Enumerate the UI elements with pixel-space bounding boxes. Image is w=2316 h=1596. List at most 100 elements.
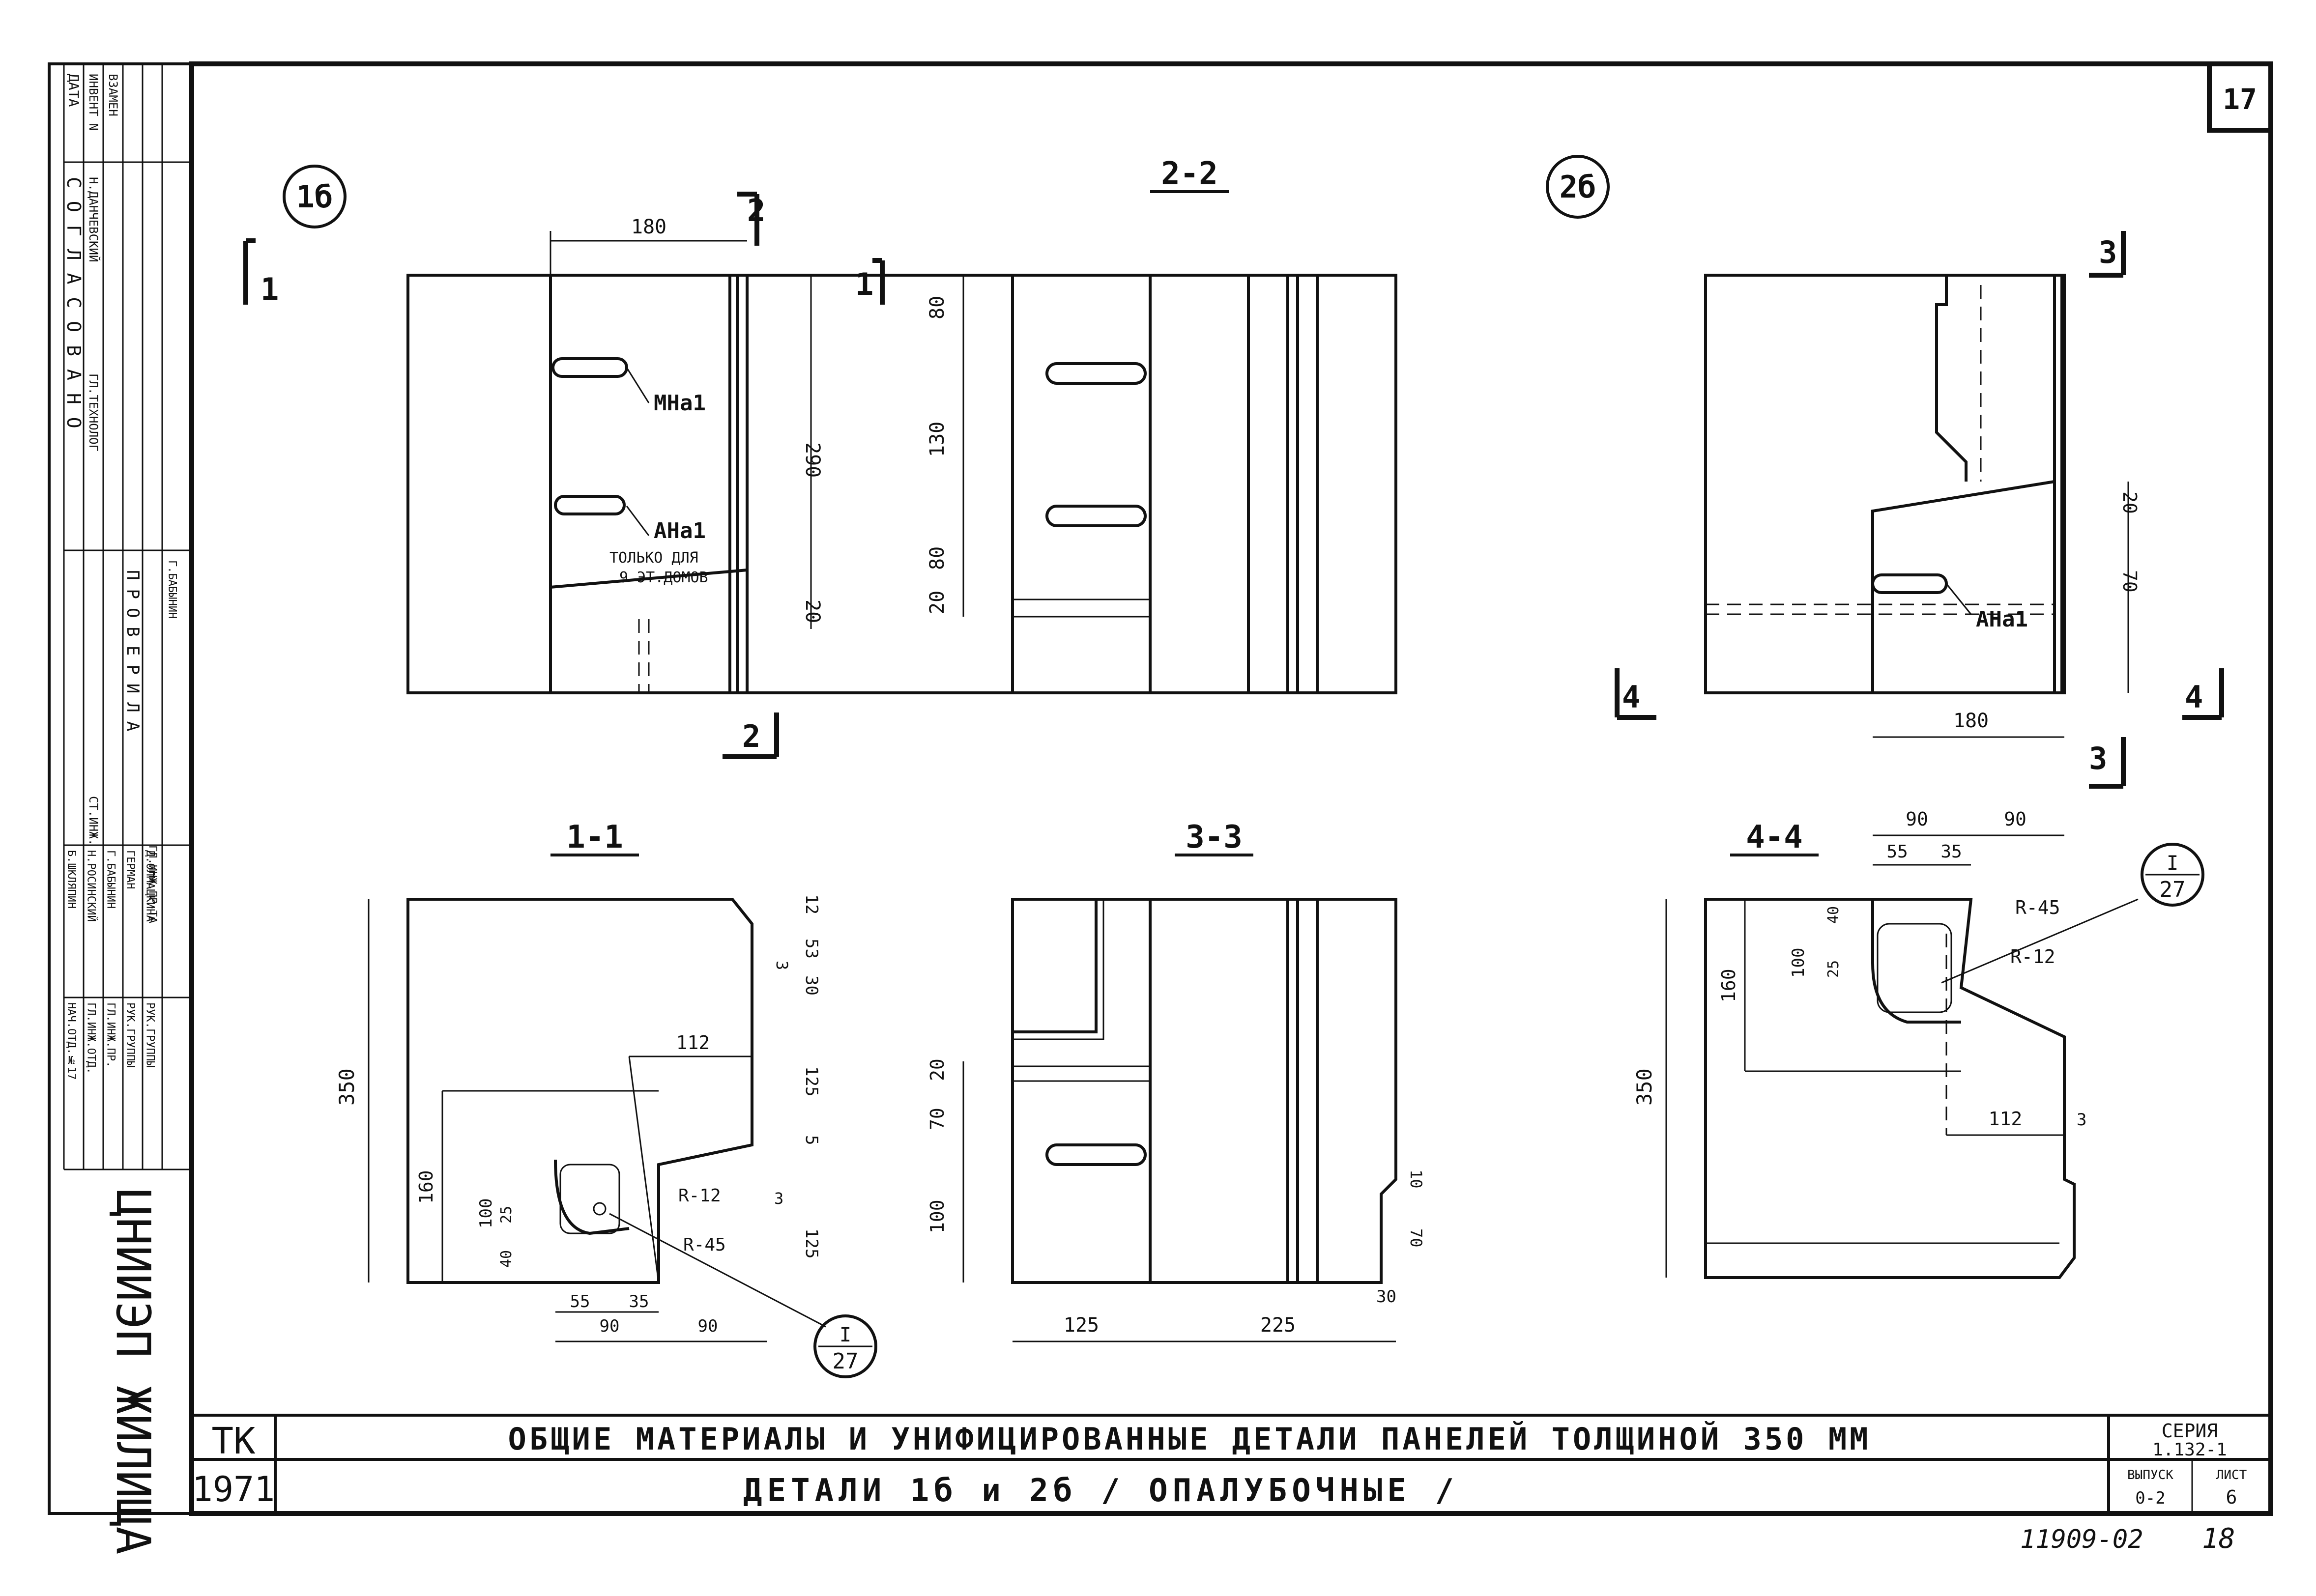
section-3-3-d10: 10 (1407, 1169, 1425, 1189)
stamp-name-3: Г.БАБЫНИН (105, 850, 117, 909)
section-4-4-d3: 3 (2077, 1110, 2086, 1130)
section-4-4-h2: 160 (1718, 969, 1739, 1002)
section-3-3-d70: 70 (926, 1108, 948, 1130)
stamp-name-1: Б.ШКЛЯПИН (65, 850, 78, 909)
section-1-1-h2: 160 (415, 1170, 437, 1204)
detail-2b-d2: 70 (2119, 570, 2141, 593)
section-1-1-d112: 112 (676, 1032, 710, 1054)
section-4-4-w35: 35 (1940, 842, 1962, 862)
section-3-3-d70b: 70 (1407, 1228, 1425, 1248)
section-1-1-title: 1-1 (566, 819, 623, 855)
stamp-name-5: Д.ОЛМАЦКИНА (144, 850, 156, 922)
section-3-3-d20: 20 (926, 1058, 948, 1081)
detail-2b-cut-right: 4 (2185, 679, 2203, 715)
section-3-3: 3-3 20 70 100 125 225 30 10 70 (926, 819, 1425, 1342)
section-1-1-w55: 55 (570, 1292, 590, 1311)
stamp-role-3: ГЛ.ИНЖ.ПР. (105, 1002, 117, 1067)
section-4-4-w90b: 90 (2004, 808, 2026, 830)
stamp-name-4: ГЕРМАН (124, 850, 137, 889)
left-stamp: ДАТА ИНВЕНТ N ВЗАМЕН СОГЛАСОВАНО Н.ДАНЧЕ… (63, 64, 192, 1555)
stamp-role-2: ГЛ.ИНЖ.ОТД. (85, 1002, 97, 1074)
sheet-value: 6 (2226, 1486, 2237, 1508)
section-4-4-title: 4-4 (1746, 819, 1803, 855)
detail-1b-width: 180 (631, 216, 666, 238)
stamp-checked-header: ПРОВЕРИЛА (123, 570, 143, 740)
section-1-1-w35: 35 (629, 1292, 649, 1311)
section-4-4-height: 350 (1632, 1068, 1656, 1106)
section-3-3-w225: 225 (1260, 1314, 1296, 1337)
section-3-3-d100: 100 (926, 1199, 948, 1233)
tk-label: ТК (211, 1420, 256, 1462)
detail-2b-cut-left: 4 (1622, 679, 1640, 715)
detail-2b-marker: 2б (1560, 169, 1596, 205)
stamp-agreed-role-1: СТ.ИНЖ. (87, 796, 100, 846)
section-4-4-r12: R-12 (2010, 946, 2055, 968)
section-4-4-d100: 100 (1789, 948, 1808, 978)
stamp-date-label: ДАТА (66, 74, 82, 107)
section-3-3-title: 3-3 (1186, 819, 1243, 855)
section-1-1-d3b: 3 (774, 1189, 783, 1208)
stamp-role-4: РУК.ГРУППЫ (124, 1002, 137, 1067)
section-2-2: 2-2 80 130 80 20 (926, 156, 1397, 694)
section-4-4: 4-4 I 27 350 160 90 90 55 35 100 40 25 R… (1632, 808, 2204, 1279)
note-only-for: ТОЛЬКО ДЛЯ (609, 549, 698, 567)
stamp-agreed-name-3: Н.ДАНЧЕВСКИЙ (87, 177, 101, 262)
section-1-1-height: 350 (335, 1068, 359, 1106)
title-main: ОБЩИЕ МАТЕРИАЛЫ И УНИФИЦИРОВАННЫЕ ДЕТАЛИ… (508, 1421, 1871, 1457)
detail-2b-ana1: АНа1 (1976, 607, 2028, 632)
issue-value: 0-2 (2135, 1488, 2165, 1508)
section-1-1: 1-1 I 27 350 160 12 53 3 30 125 5 125 11… (335, 819, 877, 1378)
section-1-1-d125b: 125 (802, 1228, 821, 1258)
section-1-1-r45: R-45 (683, 1235, 726, 1255)
section-1-1-d30: 30 (802, 975, 821, 996)
detail-2b: 2б АНа1 3 3 4 4 180 20 70 (1546, 155, 2224, 789)
note-ana1: АНа1 (654, 518, 706, 543)
section-1-1-d5: 5 (802, 1135, 821, 1145)
section-1-1-w90b: 90 (698, 1316, 718, 1336)
sheet-number-box: 17 (2207, 61, 2273, 133)
ref-i27-num-a: I (840, 1324, 851, 1346)
issue-label: ВЫПУСК (2127, 1468, 2173, 1482)
detail-1b-cut-left: 1 (261, 271, 279, 307)
year-label: 1971 (192, 1469, 275, 1510)
section-2-2-d1: 80 (926, 296, 949, 319)
note-9-floor: 9 ЭТ.ДОМОВ (619, 569, 708, 586)
section-1-1-d25: 25 (498, 1206, 515, 1224)
stamp-name-2: Н.РОСИНСКИЙ (85, 850, 98, 922)
section-1-1-d3: 3 (773, 961, 791, 970)
detail-1b-section-bottom: 2 (742, 718, 760, 754)
sheet-number: 17 (2223, 83, 2257, 116)
section-4-4-d25: 25 (1825, 960, 1842, 978)
sheet-frame (48, 61, 2273, 1516)
section-1-1-r12: R-12 (678, 1186, 721, 1206)
section-4-4-r45: R-45 (2015, 897, 2060, 918)
detail-1b-marker: 1б (296, 179, 333, 215)
detail-2b-section-top: 3 (2099, 234, 2117, 270)
section-4-4-d40: 40 (1825, 906, 1842, 924)
stamp-role-1: НАЧ.ОТД.№17 (65, 1002, 78, 1080)
section-2-2-d3: 80 (926, 546, 949, 570)
ref-i27-den-a: 27 (833, 1349, 859, 1374)
organization-name: ЦНИИЭП ЖИЛИЩА (106, 1189, 160, 1555)
detail-2b-width: 180 (1953, 710, 1989, 732)
section-2-2-title: 2-2 (1161, 156, 1218, 192)
detail-1b-cut-right: 1 (855, 266, 873, 302)
section-4-4-w55: 55 (1886, 842, 1908, 862)
stamp-checked-name: Г.БАБЫНИН (166, 560, 178, 619)
section-1-1-d125a: 125 (802, 1066, 821, 1096)
handwritten-number: 18 (2202, 1523, 2235, 1555)
stamp-vzamen-label: ВЗАМЕН (106, 74, 120, 116)
title-block: ТК 1971 ОБЩИЕ МАТЕРИАЛЫ И УНИФИЦИРОВАННЫ… (192, 1414, 2271, 1513)
archive-code: 11909-02 (2020, 1525, 2143, 1554)
series-label: СЕРИЯ (2162, 1420, 2218, 1442)
stamp-inv-label: ИНВЕНТ N (87, 74, 100, 131)
ref-i27-num-b: I (2167, 852, 2178, 875)
detail-1b-section-top: 2 (747, 193, 765, 228)
section-1-1-d40: 40 (498, 1250, 515, 1268)
ref-i27-den-b: 27 (2160, 877, 2186, 902)
sheet-label: ЛИСТ (2216, 1468, 2247, 1482)
section-3-3-w30: 30 (1376, 1287, 1396, 1307)
section-1-1-d12: 12 (802, 894, 821, 914)
section-2-2-d2: 130 (926, 422, 949, 457)
